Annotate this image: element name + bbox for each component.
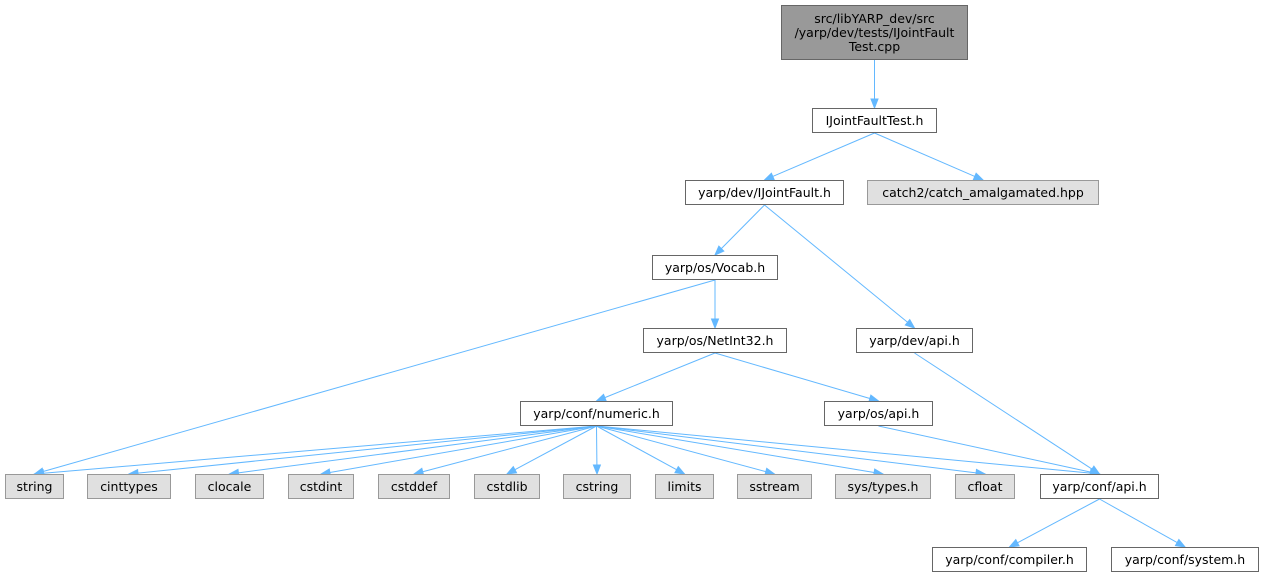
arrowhead-root-to-ijointfaulttest_h — [870, 98, 879, 110]
node-clocale[interactable]: clocale — [195, 474, 264, 499]
arrowhead-ijointfaulttest_h-to-catch2 — [972, 172, 985, 181]
arrowhead-numeric_h-to-cstdlib — [505, 465, 518, 475]
edge-os_api_h-to-conf_api_h — [878, 425, 1091, 473]
edge-netint32_h-to-numeric_h — [604, 352, 716, 399]
edge-numeric_h-to-cfloat — [596, 425, 977, 474]
node-ijointfaulttest-h[interactable]: IJointFaultTest.h — [812, 108, 937, 133]
edge-ijointfault_h-to-dev_api_h — [764, 204, 908, 323]
arrowhead-numeric_h-to-limits — [674, 465, 686, 475]
edge-conf_api_h-to-system_h — [1099, 498, 1178, 544]
node-ijointfault-h[interactable]: yarp/dev/IJointFault.h — [685, 180, 844, 205]
edge-numeric_h-to-conf_api_h — [596, 425, 1091, 474]
edge-numeric_h-to-limits — [596, 425, 677, 471]
arrowhead-conf_api_h-to-system_h — [1174, 538, 1187, 548]
node-numeric-h[interactable]: yarp/conf/numeric.h — [520, 401, 673, 426]
edge-ijointfault_h-to-vocab_h — [720, 204, 765, 249]
edge-conf_api_h-to-compiler_h — [1017, 498, 1100, 544]
edge-netint32_h-to-os_api_h — [714, 352, 871, 399]
edge-dev_api_h-to-conf_api_h — [914, 352, 1093, 470]
node-catch2[interactable]: catch2/catch_amalgamated.hpp — [867, 180, 1099, 205]
node-cinttypes[interactable]: cinttypes — [87, 474, 171, 499]
node-system-h[interactable]: yarp/conf/system.h — [1111, 547, 1259, 572]
edge-numeric_h-to-cstddef — [422, 425, 597, 473]
arrowhead-vocab_h-to-netint32_h — [710, 318, 720, 330]
edge-numeric_h-to-clocale — [238, 425, 597, 474]
node-conf-api-h[interactable]: yarp/conf/api.h — [1040, 474, 1159, 499]
edge-numeric_h-to-cstdlib — [514, 425, 597, 471]
edge-ijointfaulttest_h-to-catch2 — [874, 132, 975, 177]
edge-numeric_h-to-cstdint — [329, 425, 597, 473]
arrowhead-ijointfault_h-to-dev_api_h — [904, 318, 916, 329]
edge-ijointfaulttest_h-to-ijointfault_h — [772, 132, 875, 177]
node-root-file[interactable]: src/libYARP_dev/src /yarp/dev/tests/IJoi… — [781, 5, 968, 60]
node-os-api-h[interactable]: yarp/os/api.h — [824, 401, 933, 426]
node-cstdint[interactable]: cstdint — [288, 474, 354, 499]
node-sstream[interactable]: sstream — [737, 474, 812, 499]
edge-numeric_h-to-sys_types_h — [596, 425, 875, 474]
node-cfloat[interactable]: cfloat — [955, 474, 1015, 499]
node-cstdlib[interactable]: cstdlib — [474, 474, 540, 499]
node-string[interactable]: string — [5, 474, 64, 499]
edge-numeric_h-to-cinttypes — [137, 425, 597, 474]
arrowhead-numeric_h-to-cstring — [592, 464, 602, 476]
node-cstddef[interactable]: cstddef — [378, 474, 450, 499]
arrowhead-netint32_h-to-numeric_h — [595, 393, 607, 402]
node-sys-types-h[interactable]: sys/types.h — [835, 474, 931, 499]
arrowhead-ijointfault_h-to-vocab_h — [714, 245, 725, 256]
edge-numeric_h-to-sstream — [596, 425, 766, 473]
edge-numeric_h-to-string — [43, 425, 597, 474]
node-compiler-h[interactable]: yarp/conf/compiler.h — [932, 547, 1087, 572]
edge-vocab_h-to-string — [43, 279, 716, 473]
node-cstring[interactable]: cstring — [563, 474, 631, 499]
node-vocab-h[interactable]: yarp/os/Vocab.h — [652, 255, 778, 280]
node-limits[interactable]: limits — [655, 474, 714, 499]
node-netint32-h[interactable]: yarp/os/NetInt32.h — [643, 328, 787, 353]
arrowhead-conf_api_h-to-compiler_h — [1008, 538, 1020, 548]
node-dev-api-h[interactable]: yarp/dev/api.h — [856, 328, 973, 353]
arrowhead-ijointfaulttest_h-to-ijointfault_h — [763, 172, 775, 181]
